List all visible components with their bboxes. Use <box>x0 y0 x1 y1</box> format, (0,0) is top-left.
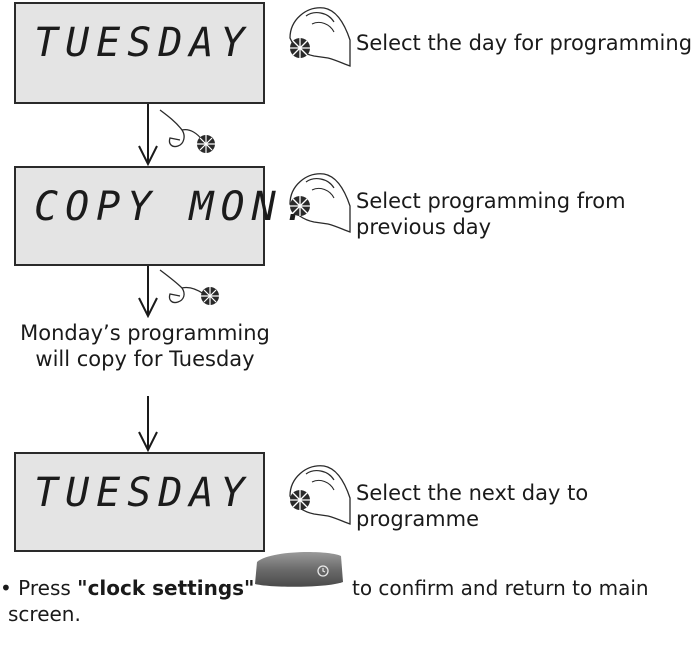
hand-pressing-knob-icon <box>159 109 215 153</box>
footer-line-1: • Press "clock settings" <box>0 574 254 602</box>
clock-settings-label: "clock settings" <box>77 576 255 600</box>
footer-line-2: screen. <box>8 602 81 626</box>
step-2-label-line-1: Select programming from <box>356 189 626 213</box>
step-3-label-line-1: Select the next day to <box>356 481 589 505</box>
footer-rest: to confirm and return to main <box>352 576 649 600</box>
hand-turning-knob-icon <box>289 7 351 67</box>
hand-turning-knob-icon <box>289 173 351 233</box>
step-3-label-line-2: programme <box>356 507 480 531</box>
lcd-text: TUESDAY <box>34 20 252 66</box>
lcd-display-1: TUESDAY <box>14 2 265 104</box>
lcd-display-3: TUESDAY <box>14 452 265 552</box>
step-1-label: Select the day for programming <box>356 31 693 55</box>
clock-settings-button-icon[interactable] <box>251 548 347 590</box>
bullet: • <box>0 576 12 600</box>
down-arrow-icon <box>138 266 158 318</box>
step-2-label-line-2: previous day <box>356 215 492 239</box>
down-arrow-icon <box>138 396 158 452</box>
copy-note: Monday’s programming will copy for Tuesd… <box>0 320 290 372</box>
copy-note-line-2: will copy for Tuesday <box>35 347 255 371</box>
down-arrow-icon <box>138 104 158 166</box>
lcd-display-2: COPY MON. <box>14 166 307 266</box>
footer-press: Press <box>18 576 71 600</box>
hand-turning-knob-icon <box>289 465 351 525</box>
hand-pressing-knob-icon <box>159 269 219 305</box>
copy-note-line-1: Monday’s programming <box>20 321 270 345</box>
step-3-label: Select the next day to programme <box>356 480 588 532</box>
lcd-text: COPY MON. <box>34 184 314 230</box>
step-2-label: Select programming from previous day <box>356 188 626 240</box>
lcd-text: TUESDAY <box>34 470 252 516</box>
